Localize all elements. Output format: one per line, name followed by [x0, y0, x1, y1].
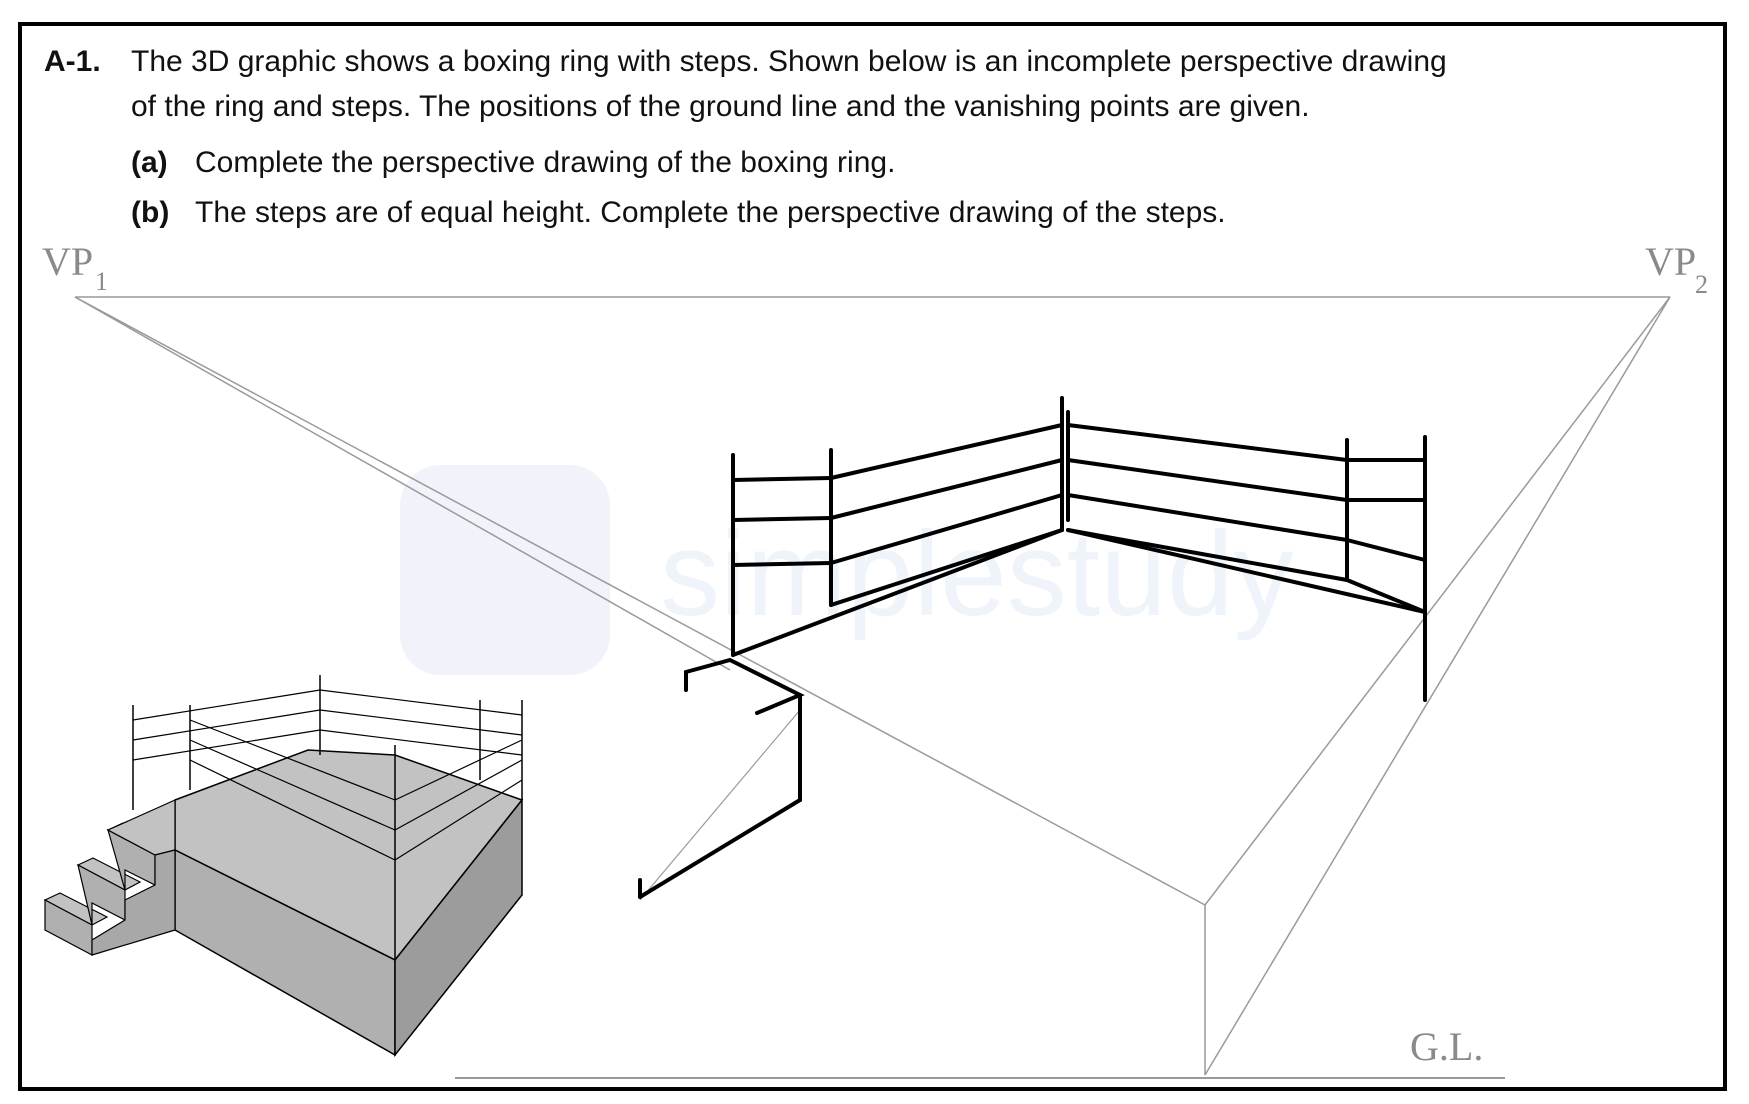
vp1-subscript: 1	[95, 267, 108, 296]
vp2-label: VP	[1645, 239, 1696, 284]
vp2-construction-lines	[1204, 296, 1671, 1076]
partial-steps	[638, 657, 805, 899]
question-text-line-2: of the ring and steps. The positions of …	[131, 90, 1310, 123]
reference-boxing-ring-graphic	[43, 675, 524, 1058]
part-b-text: The steps are of equal height. Complete …	[195, 196, 1226, 229]
ground-line-label: G.L.	[1410, 1024, 1483, 1069]
watermark-logo-icon	[400, 465, 610, 675]
ring-ropes-and-posts	[731, 396, 1427, 702]
question-number: A-1.	[44, 45, 101, 78]
step-construction-line	[639, 709, 801, 901]
watermark-text: simplestudy	[660, 507, 1294, 641]
watermark: simplestudy	[400, 465, 1294, 675]
question-text-line-1: The 3D graphic shows a boxing ring with …	[131, 45, 1447, 78]
vp1-label: VP	[42, 239, 93, 284]
vp1-construction-lines	[74, 296, 1206, 906]
part-b-label: (b)	[131, 196, 170, 229]
part-a-text: Complete the perspective drawing of the …	[195, 146, 896, 179]
part-a-label: (a)	[131, 146, 168, 179]
vp2-subscript: 2	[1695, 270, 1708, 299]
